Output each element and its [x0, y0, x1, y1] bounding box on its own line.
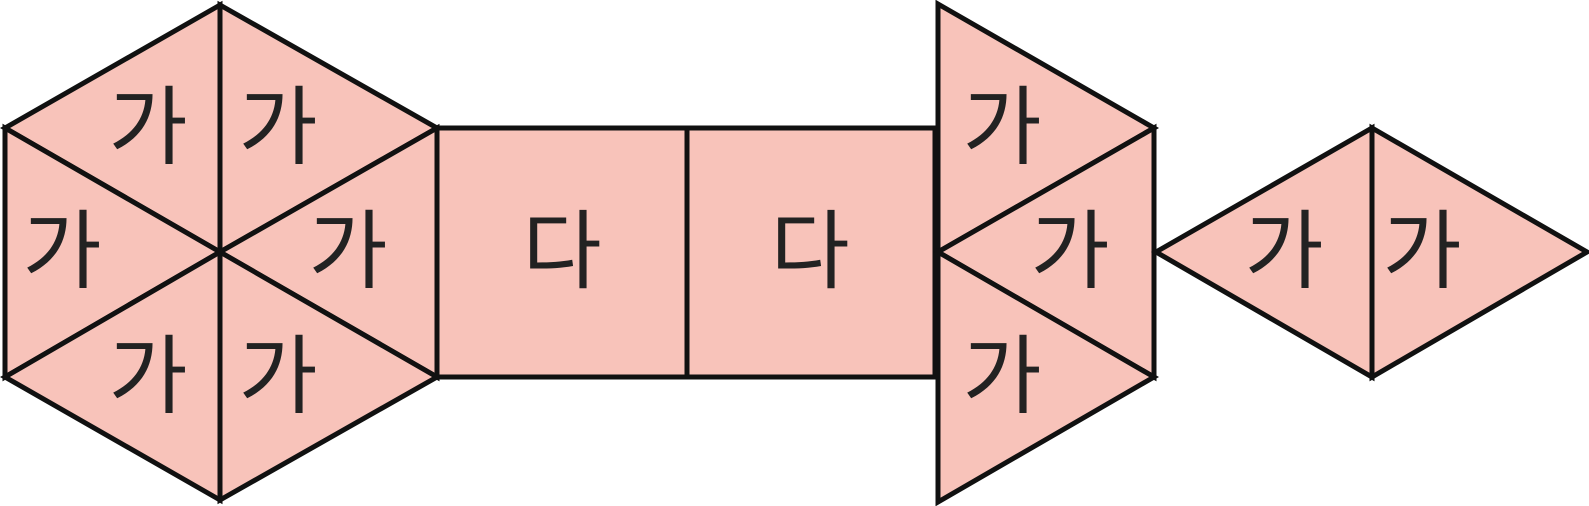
triangle-tile-13 — [1369, 123, 1589, 382]
triangle-label-9: 가 — [962, 78, 1041, 178]
triangle-label-2: 가 — [238, 78, 317, 178]
square-tile-8 — [684, 125, 938, 380]
triangle-label-13: 가 — [1382, 202, 1461, 302]
triangle-label-3: 가 — [22, 202, 101, 302]
triangle-label-4: 가 — [308, 202, 387, 302]
triangle-tile-6 — [217, 247, 443, 505]
triangle-label-10: 가 — [1030, 202, 1109, 302]
square-label-8: 다 — [770, 202, 849, 302]
square-label-7: 다 — [522, 202, 601, 302]
triangle-label-12: 가 — [1244, 202, 1323, 302]
triangle-label-1: 가 — [108, 78, 187, 178]
triangle-tile-11 — [935, 247, 1159, 506]
triangle-label-6: 가 — [238, 327, 317, 427]
triangle-label-5: 가 — [108, 327, 187, 427]
triangle-label-11: 가 — [962, 327, 1041, 427]
